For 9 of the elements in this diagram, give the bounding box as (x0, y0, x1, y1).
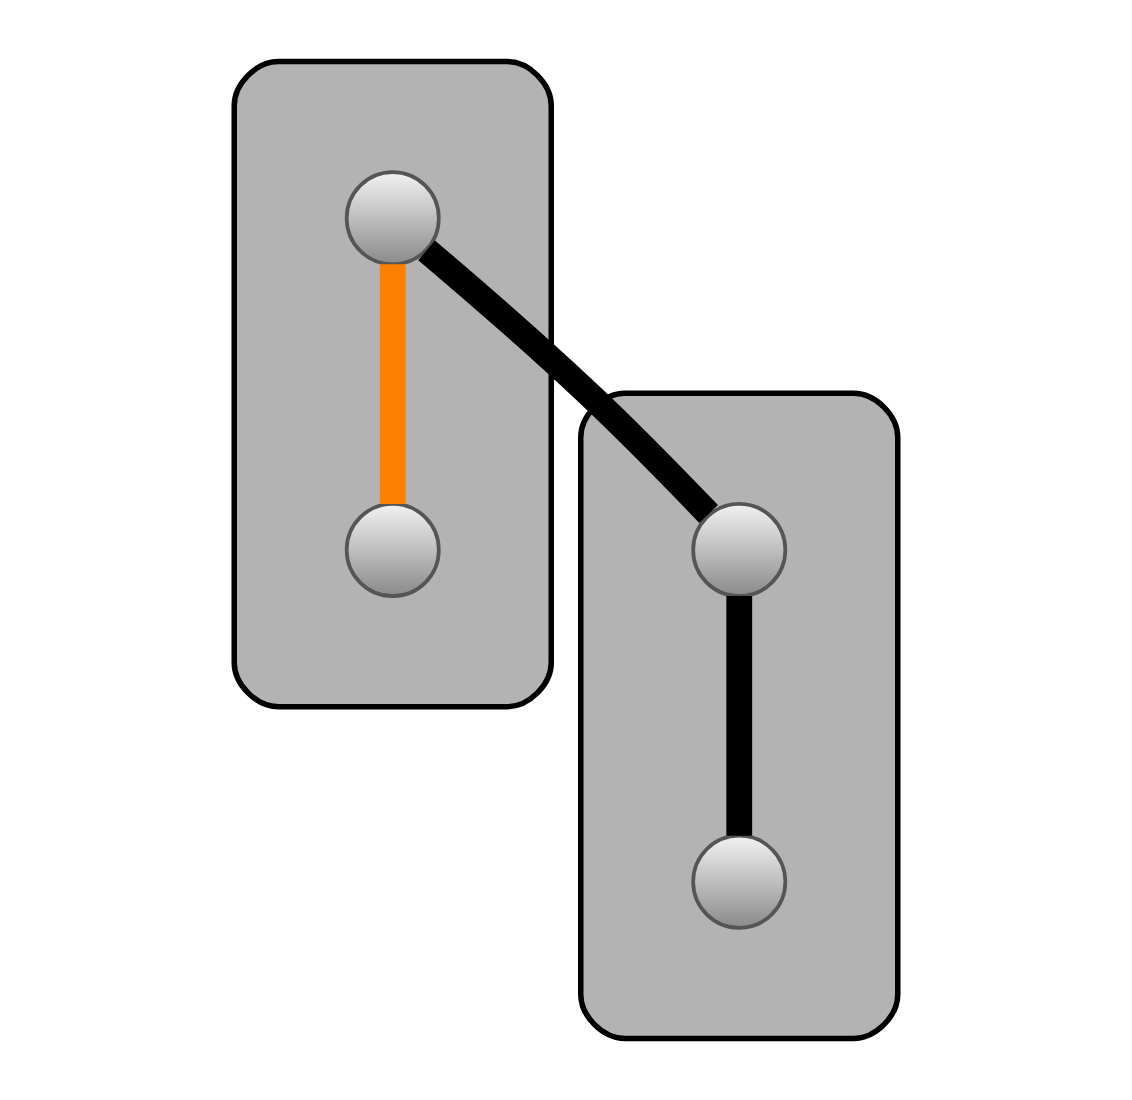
node-circle (344, 502, 441, 598)
connector (418, 240, 718, 523)
connector (726, 596, 753, 836)
cluster (231, 58, 554, 710)
node-circle (344, 170, 441, 267)
cluster (578, 390, 901, 1042)
connector (379, 264, 406, 504)
node-circle (691, 502, 788, 598)
node-circle (691, 833, 788, 930)
